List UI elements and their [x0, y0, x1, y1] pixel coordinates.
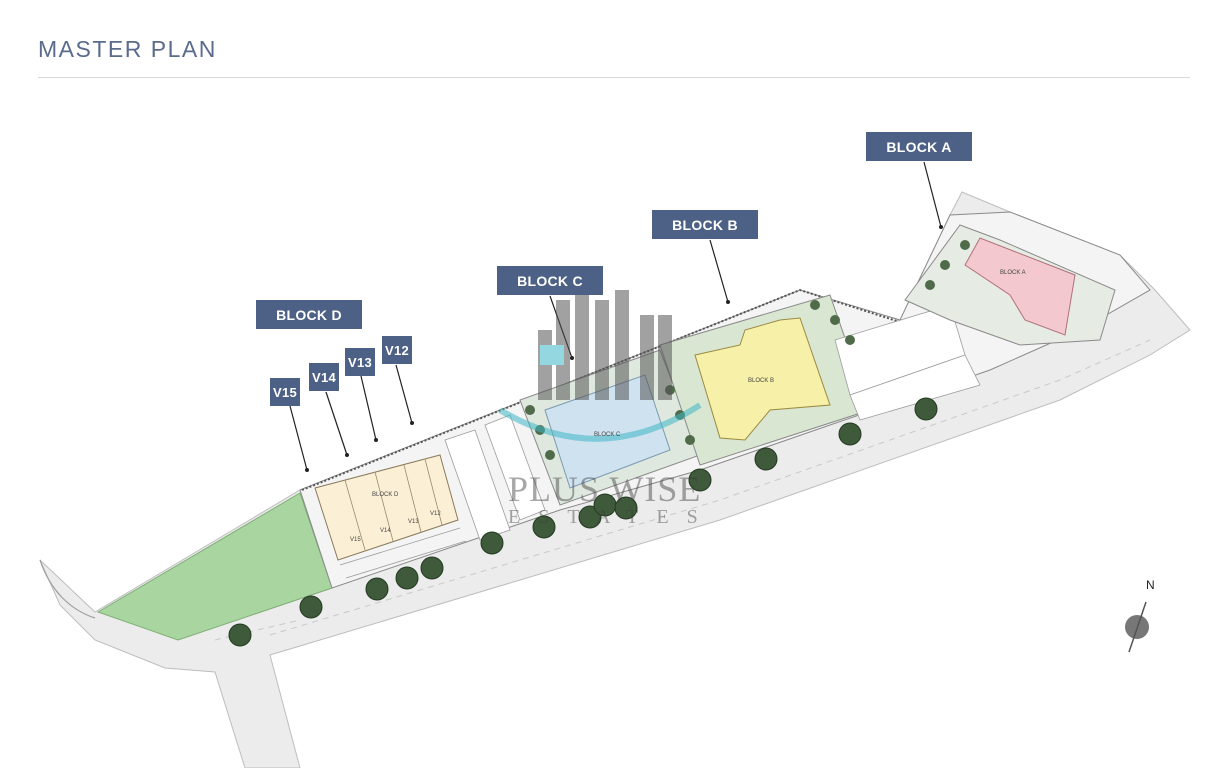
unit-v13-label[interactable]: V13: [345, 348, 375, 376]
tree-icon: [688, 468, 712, 492]
plan-label-block-d: BLOCK D: [372, 492, 399, 498]
tree-icon: [578, 505, 602, 529]
tree-icon: [614, 496, 638, 520]
tree-icon: [299, 595, 323, 619]
road-curb: [39, 559, 96, 619]
tree-icon: [754, 447, 778, 471]
block-b-footprint: [694, 317, 831, 441]
block-d-units: [344, 458, 443, 551]
tree-icon: [480, 531, 504, 555]
plan-label-block-c: BLOCK C: [594, 432, 621, 438]
block-c-label[interactable]: BLOCK C: [497, 266, 603, 295]
watermark-name: PLUS WISE: [508, 469, 702, 509]
tree-icon: [420, 556, 444, 580]
leader-dots: [305, 225, 943, 472]
plan-label-unit: V15: [350, 537, 361, 543]
title-divider: [38, 77, 1190, 78]
boundary-hedge: [301, 288, 901, 491]
plan-label-block-a: BLOCK A: [1000, 270, 1026, 276]
block-a-footprint: [964, 237, 1076, 336]
plan-label-unit: V12: [430, 511, 441, 517]
plan-label-unit: V13: [408, 519, 419, 525]
road-centerline: [269, 339, 1151, 636]
block-b-label[interactable]: BLOCK B: [652, 210, 758, 239]
compass-north-label: N: [1146, 578, 1155, 592]
plan-label-block-b: BLOCK B: [748, 378, 775, 384]
parking-bays-east: [834, 304, 981, 421]
tree-icon: [228, 623, 252, 647]
tree-icon: [395, 566, 419, 590]
watermark-sub: ESTATES: [508, 506, 716, 528]
block-d-label[interactable]: BLOCK D: [256, 300, 362, 329]
parking-bays-west: [444, 414, 546, 541]
unit-v12-label[interactable]: V12: [382, 336, 412, 364]
unit-v14-label[interactable]: V14: [309, 363, 339, 391]
page-title: MASTER PLAN: [38, 36, 217, 62]
block-d-parking: [339, 527, 467, 579]
trees: [228, 397, 938, 647]
block-d-footprint: [314, 454, 459, 561]
block-a-label[interactable]: BLOCK A: [866, 132, 972, 161]
block-c-pool: [544, 374, 671, 489]
tree-icon: [838, 422, 862, 446]
watermark-logo: [498, 268, 702, 442]
unit-v15-label[interactable]: V15: [270, 378, 300, 406]
tree-icon: [914, 397, 938, 421]
plan-label-unit: V14: [380, 528, 391, 534]
tree-icon: [365, 577, 389, 601]
tree-icon: [532, 515, 556, 539]
north-arrow-icon: [1125, 601, 1149, 653]
